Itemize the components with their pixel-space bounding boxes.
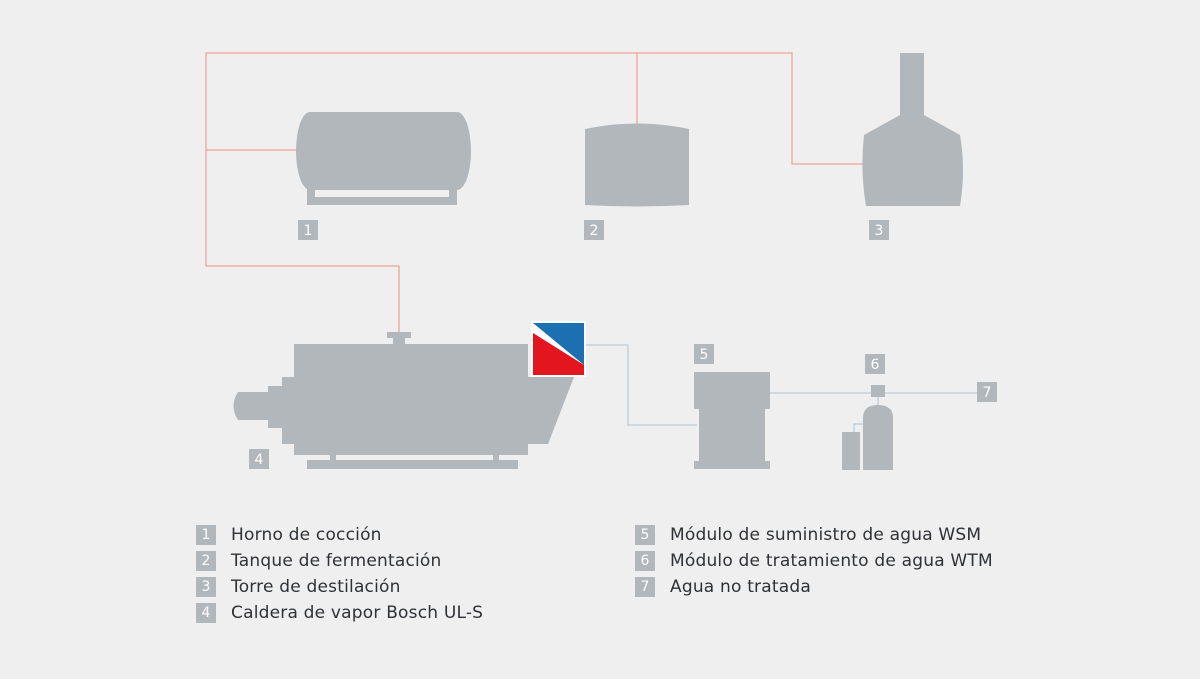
legend-item: 5 Módulo de suministro de agua WSM: [635, 522, 993, 548]
marker-4-box: [249, 449, 269, 469]
legend-number-badge: 6: [635, 551, 655, 571]
marker-2-box: [584, 220, 604, 240]
water-supply-module-icon: [694, 372, 770, 469]
water-feed-line: [584, 344, 697, 426]
bosch-logo-tile: [531, 321, 586, 377]
steam-lines: [205, 52, 866, 332]
legend-item: 4 Caldera de vapor Bosch UL-S: [196, 600, 483, 626]
marker-4-label: 4: [255, 452, 264, 468]
legend-item: 7 Agua no tratada: [635, 574, 993, 600]
steam-boiler-icon: [233, 332, 574, 469]
legend-item: 2 Tanque de fermentación: [196, 548, 483, 574]
marker-7-box: [977, 382, 997, 402]
marker-1-box: [298, 220, 318, 240]
legend-number-badge: 1: [196, 525, 216, 545]
legend-item: 1 Horno de cocción: [196, 522, 483, 548]
marker-6-label: 6: [871, 357, 880, 373]
legend-label: Caldera de vapor Bosch UL-S: [231, 603, 484, 623]
marker-5-label: 5: [700, 347, 709, 363]
legend-item: 3 Torre de destilación: [196, 574, 483, 600]
marker-1-label: 1: [304, 223, 313, 239]
cooking-vessel-icon: [296, 112, 471, 205]
legend-number-badge: 7: [635, 577, 655, 597]
marker-2-label: 2: [590, 223, 599, 239]
legend-left: 1 Horno de cocción 2 Tanque de fermentac…: [196, 522, 483, 626]
distillation-tower-icon: [862, 53, 963, 206]
diagram-marker-labels: 1 2 3 4 5 6 7: [255, 223, 992, 468]
diagram-markers: [249, 220, 997, 469]
steam-main-line: [205, 52, 866, 332]
legend-label: Horno de cocción: [231, 525, 382, 545]
legend-number-badge: 2: [196, 551, 216, 571]
marker-7-label: 7: [983, 385, 992, 401]
water-treatment-module-icon: [842, 385, 893, 470]
marker-3-label: 3: [875, 223, 884, 239]
marker-3-box: [869, 220, 889, 240]
water-lines: [584, 344, 977, 432]
marker-5-box: [694, 344, 714, 364]
legend-number-badge: 5: [635, 525, 655, 545]
fermentation-tank-icon: [585, 123, 689, 207]
legend-right: 5 Módulo de suministro de agua WSM 6 Mód…: [635, 522, 993, 600]
marker-6-box: [865, 354, 885, 374]
legend-label: Tanque de fermentación: [231, 551, 442, 571]
legend-item: 6 Módulo de tratamiento de agua WTM: [635, 548, 993, 574]
legend-number-badge: 3: [196, 577, 216, 597]
legend-label: Agua no tratada: [670, 577, 811, 597]
legend-label: Torre de destilación: [231, 577, 401, 597]
legend-number-badge: 4: [196, 603, 216, 623]
legend-label: Módulo de tratamiento de agua WTM: [670, 551, 993, 571]
legend-label: Módulo de suministro de agua WSM: [670, 525, 982, 545]
